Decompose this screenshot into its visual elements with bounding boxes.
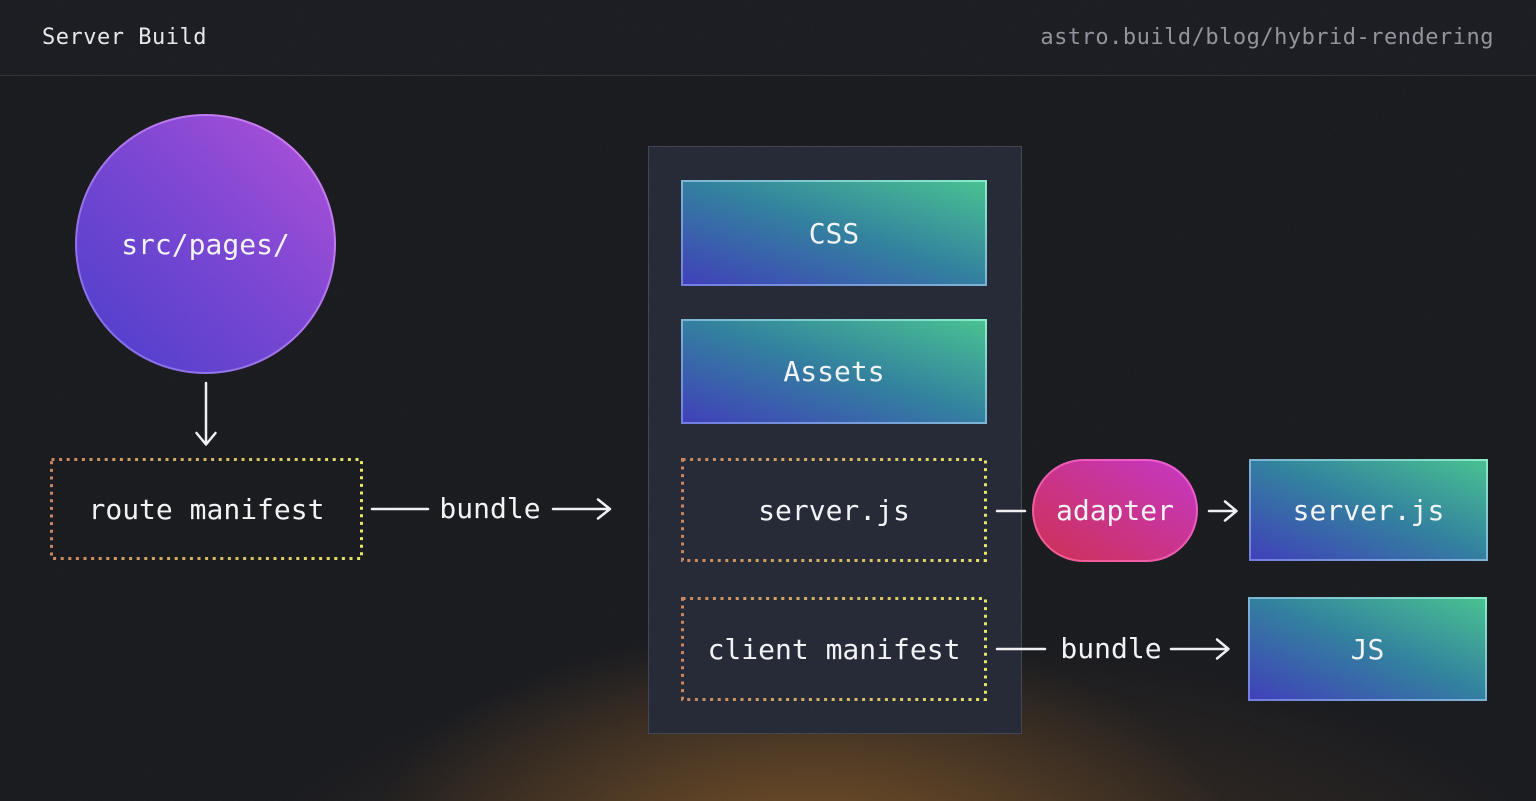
node-adapter-label: adapter — [1055, 494, 1174, 527]
edge-label-bundle-bottom: bundle — [1060, 632, 1162, 665]
node-js-final-body: JS — [1250, 599, 1485, 699]
node-assets: Assets — [681, 319, 987, 424]
node-adapter: adapter — [1032, 459, 1198, 562]
header-url: astro.build/blog/hybrid-rendering — [1040, 25, 1494, 50]
node-js-final: JS — [1248, 597, 1487, 701]
node-serverjs-bundled: server.js — [681, 458, 987, 562]
arrow-bundle-to-js — [1169, 638, 1230, 660]
edge-label-bundle-left: bundle — [439, 492, 541, 525]
node-src-pages-label: src/pages/ — [121, 227, 290, 261]
node-client-manifest-label: client manifest — [707, 632, 961, 666]
node-route-manifest: route manifest — [50, 458, 363, 560]
node-route-manifest-label: route manifest — [88, 492, 325, 526]
node-css: CSS — [681, 180, 987, 286]
arrow-src-pages-to-route-manifest — [195, 381, 217, 446]
arrow-bundle-to-panel — [551, 498, 612, 520]
node-assets-label: Assets — [783, 355, 885, 388]
arrow-adapter-to-serverjs — [1207, 500, 1238, 522]
node-client-manifest: client manifest — [681, 597, 987, 701]
node-css-body: CSS — [683, 182, 985, 284]
page-title: Server Build — [42, 25, 207, 50]
header-bar: Server Build astro.build/blog/hybrid-ren… — [0, 0, 1536, 76]
node-css-label: CSS — [808, 216, 860, 250]
node-serverjs-final-label: server.js — [1292, 493, 1445, 527]
node-serverjs-final: server.js — [1249, 459, 1488, 561]
node-assets-body: Assets — [683, 321, 985, 422]
node-src-pages-body: src/pages/ — [77, 116, 334, 372]
node-adapter-body: adapter — [1034, 461, 1196, 560]
node-serverjs-bundled-label: server.js — [758, 493, 910, 527]
node-js-final-label: JS — [1350, 632, 1385, 666]
node-src-pages: src/pages/ — [75, 114, 336, 374]
node-serverjs-final-body: server.js — [1251, 461, 1486, 559]
